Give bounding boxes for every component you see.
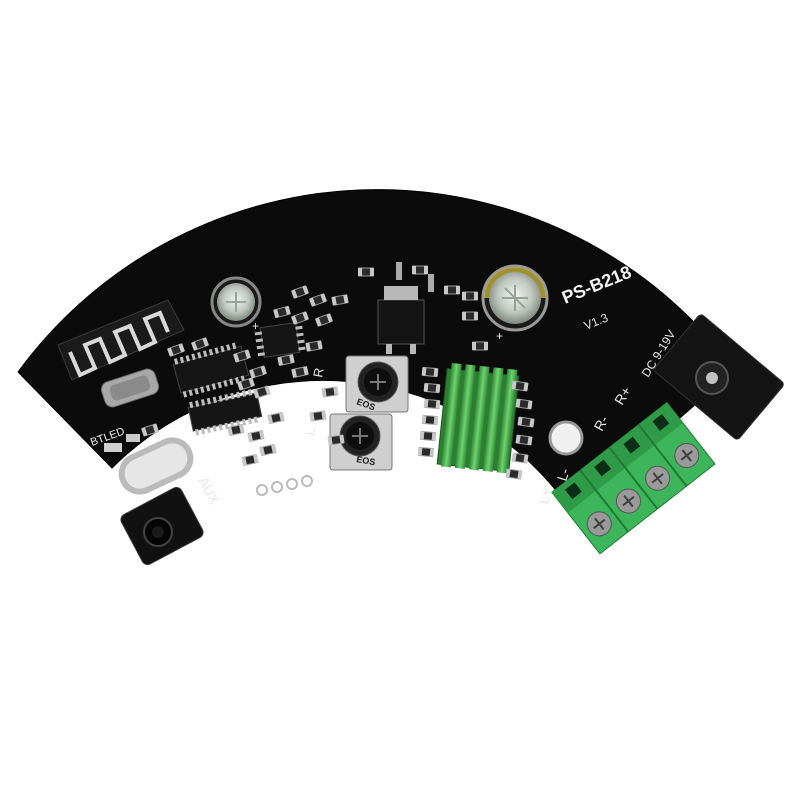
pot-label-l: L <box>302 427 318 437</box>
smd-part <box>511 380 529 392</box>
mounting-slot <box>118 437 194 495</box>
smd-part <box>227 424 245 436</box>
dc-power-jack <box>654 314 784 440</box>
voltage-regulator <box>377 262 434 354</box>
mounting-hole <box>548 420 584 456</box>
smd-part <box>309 410 327 422</box>
smd-part <box>191 337 209 351</box>
smd-part <box>167 343 185 357</box>
large-cap-plus: + <box>496 329 503 343</box>
smd-part <box>412 265 428 275</box>
smd-part <box>417 446 435 458</box>
smd-part <box>462 311 478 321</box>
smd-part <box>241 454 259 466</box>
smd-part <box>273 305 291 319</box>
heatsink <box>436 362 520 474</box>
smd-part <box>291 285 309 299</box>
smd-components <box>141 265 535 480</box>
smd-part <box>315 313 333 327</box>
audio-chip <box>187 389 263 436</box>
large-capacitor <box>481 264 549 332</box>
smd-part <box>291 366 309 378</box>
smd-part <box>327 434 345 446</box>
smd-part <box>249 365 267 379</box>
smd-part <box>462 291 478 301</box>
smd-part <box>141 423 159 437</box>
smd-part <box>423 398 441 410</box>
terminal-label-r-minus: R- <box>591 413 612 434</box>
smd-part <box>472 341 488 351</box>
bluetooth-antenna <box>57 299 185 381</box>
smd-part <box>321 386 339 398</box>
smd-part <box>358 267 374 277</box>
soic-chip <box>254 322 306 358</box>
smd-part <box>517 416 535 428</box>
smd-part <box>515 398 533 410</box>
small-cap-plus: + <box>252 319 259 333</box>
potentiometer-right <box>345 355 409 413</box>
pot-label-r: R <box>310 367 326 379</box>
pot-left-marking: EOS <box>356 454 376 467</box>
smd-part <box>291 311 309 325</box>
screw-terminal-block <box>551 401 716 555</box>
smd-part <box>423 382 441 394</box>
terminal-label-l-plus: L+ <box>535 487 554 506</box>
smd-part <box>421 414 439 426</box>
smd-part <box>237 377 255 391</box>
smd-part <box>305 340 323 352</box>
smd-part <box>515 434 533 446</box>
smd-part <box>259 444 277 456</box>
smd-part <box>277 354 295 366</box>
aux-header-pads <box>256 475 313 496</box>
smd-part <box>505 468 523 480</box>
aux-jack <box>120 486 204 566</box>
smd-part <box>247 430 265 442</box>
smd-part <box>331 294 349 306</box>
smd-part <box>511 452 529 464</box>
terminal-label-l-minus: L- <box>554 466 573 483</box>
potentiometer-left <box>329 413 393 471</box>
aux-label: AUX <box>195 474 223 508</box>
smd-part <box>421 366 439 378</box>
smd-part <box>444 285 460 295</box>
small-capacitor <box>210 276 262 328</box>
smd-part <box>309 293 327 307</box>
smd-part <box>267 412 285 424</box>
bt-led <box>104 434 140 452</box>
smd-part <box>419 430 437 442</box>
crystal-oscillator <box>100 368 160 408</box>
smd-part <box>233 349 251 363</box>
smd-part <box>253 385 271 399</box>
